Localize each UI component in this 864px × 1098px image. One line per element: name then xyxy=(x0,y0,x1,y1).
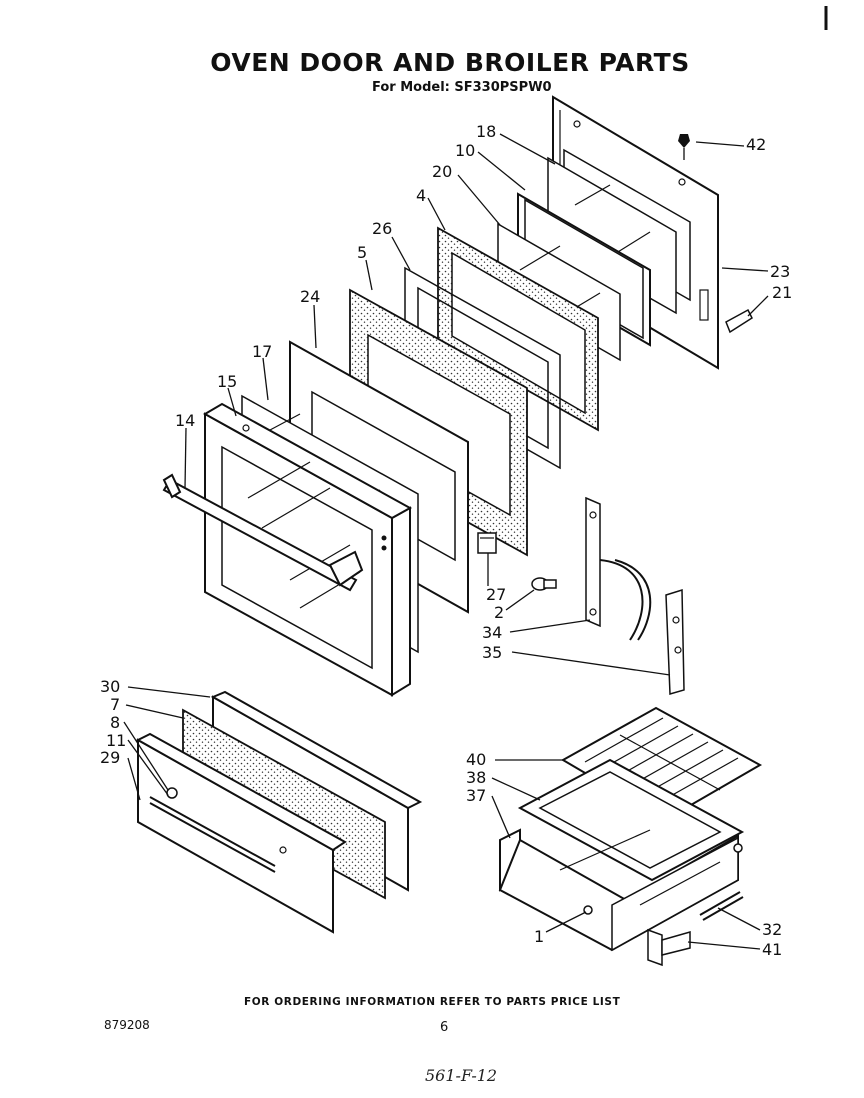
part-35-hinge-receiver xyxy=(665,588,685,695)
glass-glare xyxy=(574,184,611,206)
part-29-drawer-front xyxy=(135,732,347,934)
callout-15: 15 xyxy=(217,372,237,391)
leader-lines xyxy=(123,133,769,950)
part-4-insulation xyxy=(437,226,599,432)
callout-37: 37 xyxy=(466,786,486,805)
glass-glare xyxy=(269,413,301,431)
callout-17: 17 xyxy=(252,342,272,361)
callout-38: 38 xyxy=(466,768,486,787)
callout-1: 1 xyxy=(534,927,544,946)
part-14-door-handle xyxy=(162,473,364,592)
callout-24: 24 xyxy=(300,287,320,306)
handwritten-note: 561-F-12 xyxy=(425,1066,498,1085)
page-number: 6 xyxy=(440,1020,449,1035)
callout-14: 14 xyxy=(175,411,195,430)
callout-7: 7 xyxy=(110,695,120,714)
glass-glare xyxy=(519,245,561,271)
part-40-broiler-grid xyxy=(560,706,763,822)
model-subtitle: For Model: SF330PSPW0 xyxy=(372,80,552,95)
callout-41: 41 xyxy=(762,940,782,959)
callout-23: 23 xyxy=(770,262,790,281)
ordering-note: FOR ORDERING INFORMATION REFER TO PARTS … xyxy=(244,996,621,1008)
callout-34: 34 xyxy=(482,623,502,642)
callout-18: 18 xyxy=(476,122,496,141)
callout-20: 20 xyxy=(432,162,452,181)
callout-42: 42 xyxy=(746,135,766,154)
callout-32: 32 xyxy=(762,920,782,939)
document-number: 879208 xyxy=(104,1018,150,1032)
callout-30: 30 xyxy=(100,677,120,696)
callout-40: 40 xyxy=(466,750,486,769)
part-34-hinge xyxy=(585,496,652,641)
callout-10: 10 xyxy=(455,141,475,160)
part-27-bracket xyxy=(477,532,497,554)
callout-11: 11 xyxy=(106,731,126,750)
part-38-broiler-pan xyxy=(517,758,745,882)
callout-21: 21 xyxy=(772,283,792,302)
callout-26: 26 xyxy=(372,219,392,238)
part-2-roller xyxy=(531,577,557,591)
part-37-broiler-drawer xyxy=(498,828,743,952)
page-title: OVEN DOOR AND BROILER PARTS xyxy=(210,48,690,77)
part-32-spring xyxy=(699,891,744,921)
part-42-screw xyxy=(678,134,690,160)
callout-27: 27 xyxy=(486,585,506,604)
part-41-bracket xyxy=(647,928,691,967)
callout-2: 2 xyxy=(494,603,504,622)
callout-35: 35 xyxy=(482,643,502,662)
callout-8: 8 xyxy=(110,713,120,732)
part-21-hinge-clip xyxy=(725,308,753,334)
callout-4: 4 xyxy=(416,186,426,205)
callout-29: 29 xyxy=(100,748,120,767)
callout-5: 5 xyxy=(357,243,367,262)
